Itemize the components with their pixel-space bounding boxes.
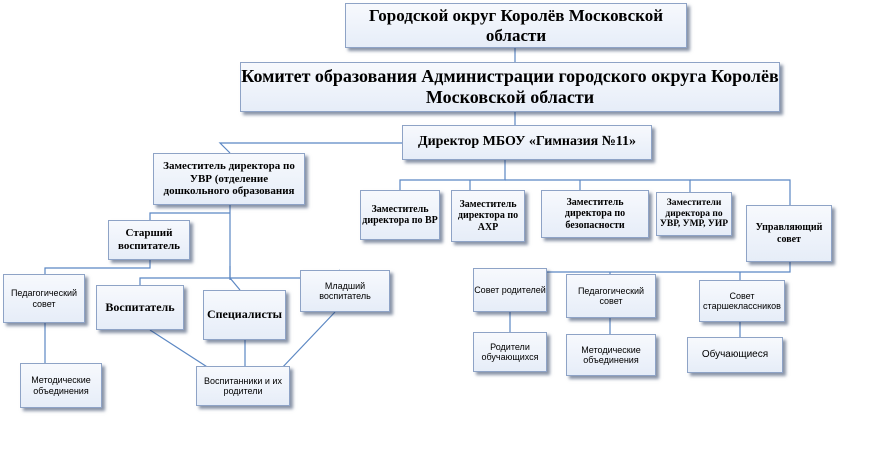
deputy-ahr-label: Заместитель директора по АХР xyxy=(457,198,519,233)
students-parents-label: Родители обучающихся xyxy=(481,341,539,362)
deputies-uvr-label: Заместители директора по УВР, УМР, УИР xyxy=(659,197,729,230)
deputy-ahr-box: Заместитель директора по АХР xyxy=(451,190,525,242)
pedagogical-council-right-box: Педагогический совет xyxy=(566,274,656,318)
students-label: Обучающиеся xyxy=(701,349,769,361)
city-district-label: Городской округ Королёв Московской облас… xyxy=(368,5,664,45)
parents-council-box: Совет родителей xyxy=(473,268,547,312)
deputy-preschool-box: Заместитель директора по УВР (отделение … xyxy=(153,153,305,205)
parents-council-label: Совет родителей xyxy=(474,284,546,295)
governing-council-box: Управляющий совет xyxy=(746,205,832,262)
pedagogical-council-right-label: Педагогический совет xyxy=(577,285,645,306)
students-parents-box: Родители обучающихся xyxy=(473,332,547,372)
senior-teacher-box: Старший воспитатель xyxy=(108,220,190,260)
senior-teacher-label: Старший воспитатель xyxy=(118,227,180,252)
deputy-security-box: Заместитель директора по безопасности xyxy=(541,190,649,238)
senior-students-council-label: Совет старшеклассников xyxy=(703,290,781,311)
education-committee-box: Комитет образования Администрации городс… xyxy=(240,62,780,112)
methodical-associations-left-box: Методические объединения xyxy=(20,363,102,408)
students-box: Обучающиеся xyxy=(687,337,783,373)
deputy-vr-label: Заместитель директора по ВР xyxy=(362,203,438,227)
director-box: Директор МБОУ «Гимназия №11» xyxy=(402,125,652,160)
pedagogical-council-left-box: Педагогический совет xyxy=(3,274,85,323)
deputies-uvr-box: Заместители директора по УВР, УМР, УИР xyxy=(656,192,732,236)
senior-students-council-box: Совет старшеклассников xyxy=(699,280,785,322)
methodical-associations-left-label: Методические объединения xyxy=(31,375,91,396)
educator-box: Воспитатель xyxy=(96,285,184,330)
pupils-and-parents-label: Воспитанники и их родители xyxy=(204,375,282,396)
junior-teacher-label: Младший воспитатель xyxy=(319,280,371,301)
methodical-associations-right-label: Методические объединения xyxy=(581,344,641,365)
pupils-and-parents-box: Воспитанники и их родители xyxy=(196,366,290,406)
governing-council-label: Управляющий совет xyxy=(755,222,823,245)
educator-label: Воспитатель xyxy=(105,299,175,314)
pedagogical-council-left-label: Педагогический совет xyxy=(10,288,78,309)
junior-teacher-box: Младший воспитатель xyxy=(300,270,390,312)
methodical-associations-right-box: Методические объединения xyxy=(566,334,656,376)
deputy-vr-box: Заместитель директора по ВР xyxy=(360,190,440,240)
deputy-security-label: Заместитель директора по безопасности xyxy=(564,196,626,231)
city-district-box: Городской округ Королёв Московской облас… xyxy=(345,3,687,48)
deputy-preschool-label: Заместитель директора по УВР (отделение … xyxy=(163,160,295,198)
director-label: Директор МБОУ «Гимназия №11» xyxy=(417,134,637,150)
specialists-label: Специалисты xyxy=(206,307,283,322)
education-committee-label: Комитет образования Администрации городс… xyxy=(241,66,779,107)
specialists-box: Специалисты xyxy=(203,290,286,340)
